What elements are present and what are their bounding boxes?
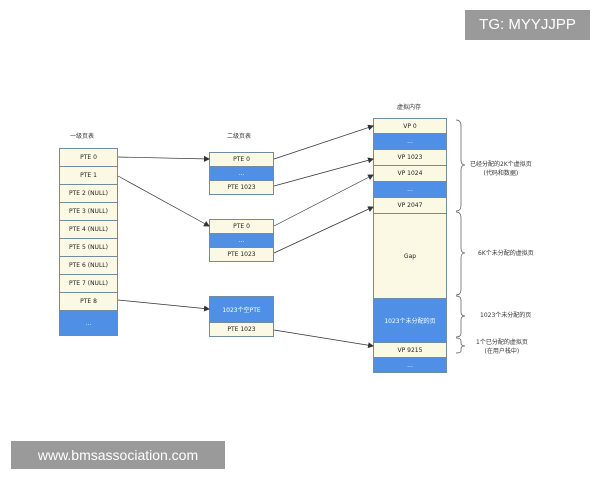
label-allocated-line1: 已经分配的2K个虚拟页 — [470, 161, 532, 168]
label-stack-line2: (在用户栈中) — [484, 348, 520, 355]
level2-page-table-b: PTE 0 ... PTE 1023 — [209, 219, 274, 262]
brace-allocated — [455, 119, 466, 212]
arrow-table-c-pte1023-to-vp9215 — [273, 329, 374, 349]
arrow-table-b-pte0-to-vp1024 — [273, 174, 374, 227]
vp-ellipsis-3: ... — [373, 357, 447, 373]
watermark-top: TG: MYYJJPP — [465, 10, 590, 40]
watermark-bottom: www.bmsassociation.com — [11, 441, 225, 469]
arrow-pte8-to-table-c — [117, 299, 210, 312]
level2-table-title: 二级页表 — [227, 133, 252, 140]
brace-unallocated — [455, 295, 466, 338]
label-gap-pages: 6K个未分配的虚拟页 — [478, 250, 534, 257]
level2a-pte-1023: PTE 1023 — [209, 180, 274, 195]
vp-gap: Gap — [373, 213, 447, 299]
virtual-memory-title: 虚拟内存 — [397, 104, 422, 111]
level2-page-table-a: PTE 0 ... PTE 1023 — [209, 152, 274, 195]
arrow-table-b-pte1023-to-vp2047 — [273, 206, 374, 254]
level2-page-table-c: 1023个空PTE PTE 1023 — [209, 296, 274, 337]
arrow-table-a-pte0-to-vp0 — [273, 124, 374, 160]
level1-page-table: PTE 0 PTE 1 PTE 2 (NULL) PTE 3 (NULL) PT… — [59, 148, 118, 336]
arrow-pte0-to-table-a — [117, 155, 210, 162]
brace-stack — [455, 337, 466, 354]
label-unallocated-pages: 1023个未分配的页 — [480, 312, 532, 319]
level2b-pte-1023: PTE 1023 — [209, 247, 274, 262]
brace-gap — [455, 211, 466, 296]
vp-unallocated: 1023个未分配的页 — [373, 298, 447, 343]
level2c-pte-1023: PTE 1023 — [209, 322, 274, 337]
virtual-memory-column: VP 0 ... VP 1023 VP 1024 ... VP 2047 Gap… — [373, 118, 447, 373]
label-stack-page: 1个已分配的虚拟页 (在用户栈中) — [476, 338, 528, 356]
arrow-table-a-pte1023-to-vp1023 — [273, 157, 374, 187]
arrow-pte1-to-table-b — [117, 175, 210, 227]
level1-pte-ellipsis: ... — [59, 310, 118, 336]
label-allocated-line2: (代码和数据) — [483, 170, 519, 177]
label-allocated-pages: 已经分配的2K个虚拟页 (代码和数据) — [470, 160, 532, 178]
label-stack-line1: 1个已分配的虚拟页 — [476, 339, 528, 346]
level1-table-title: 一级页表 — [70, 133, 95, 140]
